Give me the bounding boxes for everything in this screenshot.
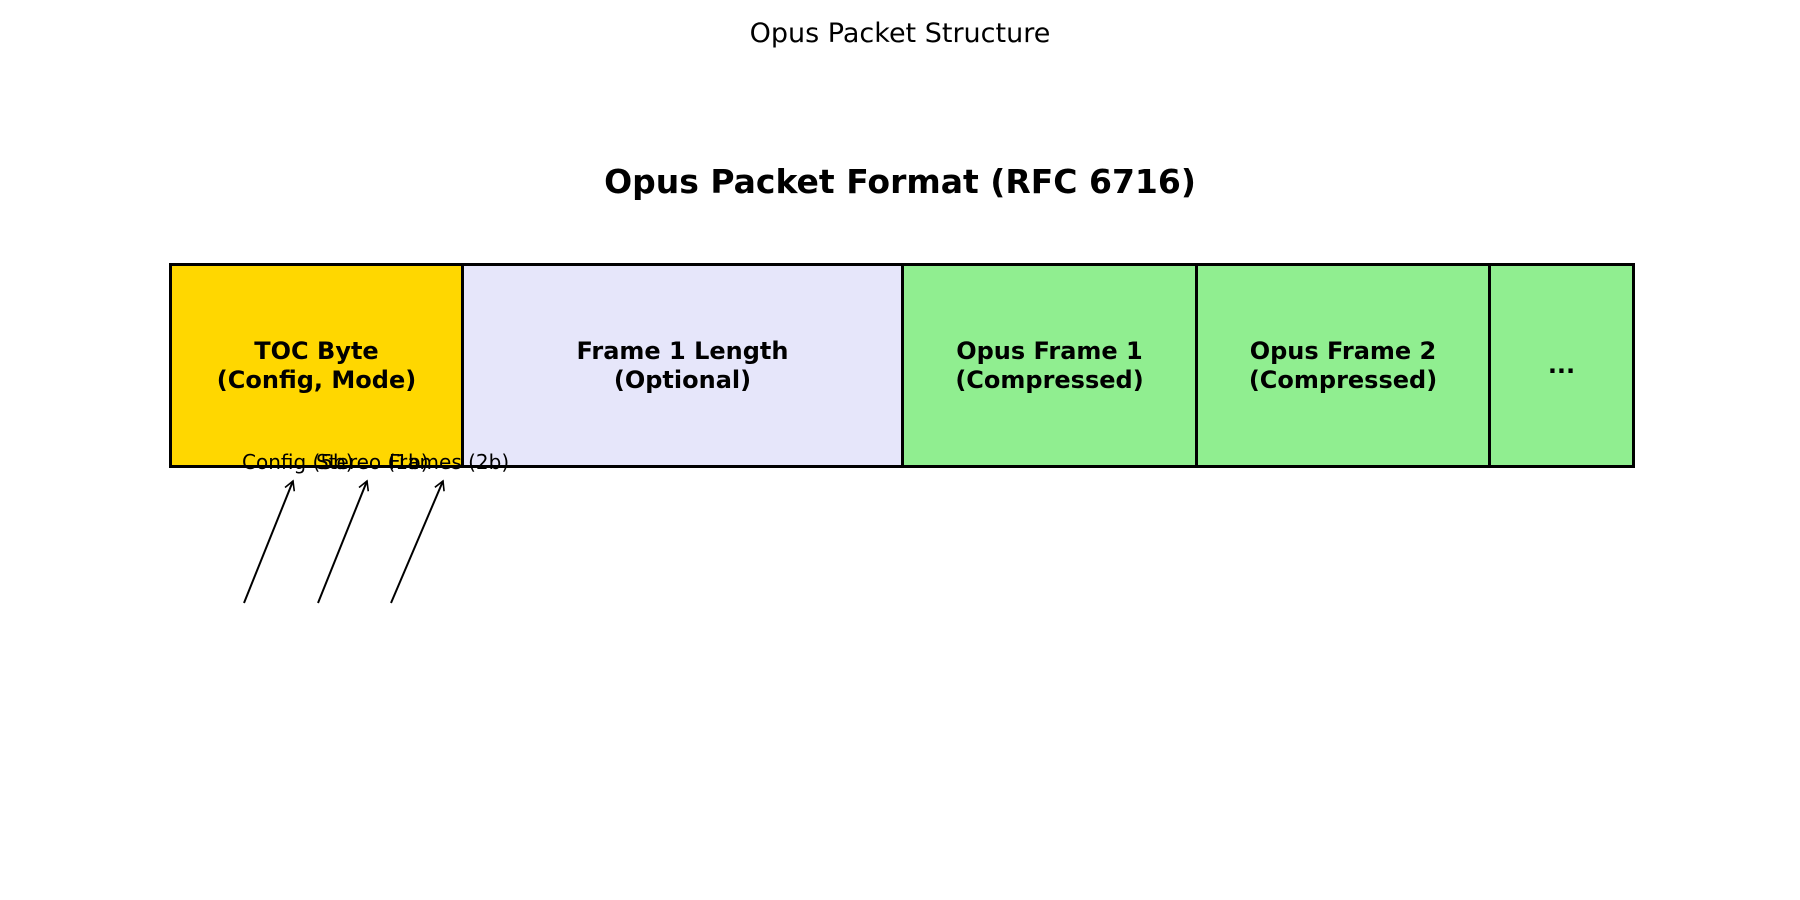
field-ellipsis: ... <box>1491 266 1632 465</box>
page-title: Opus Packet Structure <box>749 18 1051 49</box>
field-opus-frame-2: Opus Frame 2 (Compressed) <box>1198 266 1491 465</box>
field-frame-1-length: Frame 1 Length (Optional) <box>464 266 904 465</box>
diagram-title: Opus Packet Format (RFC 6716) <box>604 162 1196 201</box>
field-toc-byte: TOC Byte (Config, Mode) <box>172 266 464 465</box>
packet-diagram: TOC Byte (Config, Mode) Frame 1 Length (… <box>169 263 1635 468</box>
annotation-stereo: Stereo (1b) <box>316 450 429 474</box>
annotation-config: Config (5b) <box>242 450 354 474</box>
annotation-frames: Frames (2b) <box>389 450 510 474</box>
arrow-stereo <box>317 479 370 604</box>
field-opus-frame-1: Opus Frame 1 (Compressed) <box>904 266 1198 465</box>
arrow-frames <box>390 479 445 604</box>
arrow-config <box>243 479 296 604</box>
